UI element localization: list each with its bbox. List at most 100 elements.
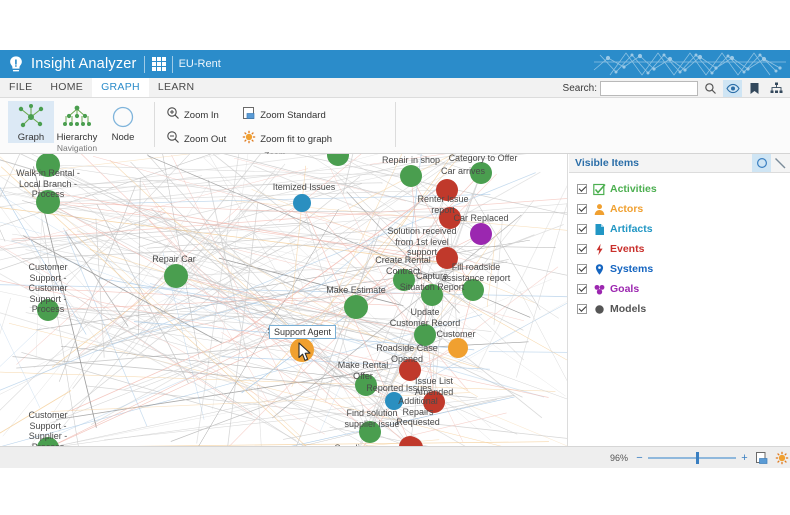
- hierarchy-view-button[interactable]: Hierarchy: [54, 101, 100, 143]
- graph-svg[interactable]: [0, 154, 568, 446]
- zoom-slider-track: [648, 456, 736, 459]
- graph-node[interactable]: [421, 284, 443, 306]
- zoom-fit-button[interactable]: Zoom fit to graph: [239, 129, 335, 150]
- visible-items-row-goals[interactable]: Goals: [577, 279, 790, 299]
- graph-node[interactable]: [448, 338, 468, 358]
- zoom-slider[interactable]: [648, 451, 736, 464]
- graph-node[interactable]: [359, 421, 381, 443]
- graph-node[interactable]: [36, 154, 60, 177]
- graph-node[interactable]: [470, 162, 492, 184]
- visible-items-checkbox-models[interactable]: [577, 304, 587, 314]
- page-background-bottom: [0, 468, 790, 515]
- visible-items-header: Visible Items: [569, 154, 790, 173]
- graph-node[interactable]: [393, 269, 415, 291]
- zoom-slider-thumb[interactable]: [696, 451, 700, 464]
- graph-node[interactable]: [293, 194, 311, 212]
- visible-items-row-artifacts[interactable]: Artifacts: [577, 219, 790, 239]
- ribbon-group-navigation: Graph: [0, 98, 154, 153]
- graph-node[interactable]: [36, 190, 60, 214]
- graph-node[interactable]: [423, 391, 445, 413]
- graph-node[interactable]: [439, 207, 461, 229]
- visible-items-checkbox-activities[interactable]: [577, 184, 587, 194]
- visible-items-checkbox-artifacts[interactable]: [577, 224, 587, 234]
- node-view-label: Node: [111, 132, 135, 143]
- visible-items-label: Actors: [610, 203, 644, 215]
- hierarchy-tree-icon: [62, 103, 92, 131]
- circle-select-icon[interactable]: [752, 154, 771, 172]
- ribbon-group-navigation-title: Navigation: [56, 143, 98, 153]
- zoom-standard-button[interactable]: Zoom Standard: [239, 105, 335, 126]
- title-bar: Insight Analyzer EU-Rent: [0, 50, 790, 78]
- visible-items-label: Goals: [610, 283, 640, 295]
- menu-item-file[interactable]: FILE: [9, 81, 33, 93]
- grid-apps-icon[interactable]: [151, 57, 166, 71]
- magnifier-icon[interactable]: [701, 80, 720, 97]
- visible-items-checkbox-actors[interactable]: [577, 204, 587, 214]
- menu-item-learn[interactable]: LEARN: [157, 81, 195, 93]
- graph-node[interactable]: [327, 154, 349, 166]
- graph-view-button[interactable]: Graph: [8, 101, 54, 143]
- status-bar: 96% − +: [0, 446, 790, 468]
- title-divider-2: [171, 55, 173, 73]
- visible-items-checkbox-systems[interactable]: [577, 264, 587, 274]
- search-input[interactable]: [600, 80, 698, 96]
- graph-node[interactable]: [414, 324, 436, 346]
- zoom-in-button[interactable]: Zoom In: [163, 105, 229, 126]
- graph-node[interactable]: [344, 295, 368, 319]
- visible-items-row-models[interactable]: Models: [577, 299, 790, 319]
- visible-items-checkbox-goals[interactable]: [577, 284, 587, 294]
- zoom-increase-button[interactable]: +: [741, 451, 748, 464]
- graph-node[interactable]: [399, 359, 421, 381]
- network-graph-decoration-icon: [593, 52, 786, 76]
- hierarchy-icon[interactable]: [767, 80, 786, 97]
- graph-node[interactable]: [462, 279, 484, 301]
- zoom-out-label: Zoom Out: [184, 134, 227, 145]
- panel-title: Visible Items: [575, 157, 640, 169]
- visible-items-label: Systems: [610, 263, 654, 275]
- menu-item-home[interactable]: HOME: [50, 81, 84, 93]
- search-area: Search:: [563, 79, 786, 97]
- ribbon-divider-2: [395, 102, 396, 147]
- visible-items-row-activities[interactable]: Activities: [577, 179, 790, 199]
- graph-node[interactable]: [470, 223, 492, 245]
- goal-icon: [593, 283, 606, 296]
- graph-view-label: Graph: [17, 132, 45, 143]
- edge-line-icon[interactable]: [771, 154, 790, 172]
- eye-icon[interactable]: [723, 79, 742, 97]
- visible-items-label: Artifacts: [610, 223, 653, 235]
- graph-node[interactable]: [400, 165, 422, 187]
- settings-gear-icon[interactable]: [774, 450, 790, 466]
- graph-node[interactable]: [436, 179, 458, 201]
- graph-node[interactable]: [385, 392, 403, 410]
- lightning-icon: [593, 243, 606, 256]
- zoom-standard-label: Zoom Standard: [260, 110, 326, 121]
- checklist-icon: [593, 183, 606, 196]
- zoom-out-button[interactable]: Zoom Out: [163, 129, 229, 150]
- menu-bar: FILE HOME GRAPH LEARN: [0, 78, 790, 98]
- copy-view-icon[interactable]: [754, 450, 770, 466]
- node-view-button[interactable]: Node: [100, 101, 146, 143]
- graph-node[interactable]: [436, 247, 458, 269]
- graph-node[interactable]: [355, 374, 377, 396]
- bookmark-icon[interactable]: [745, 80, 764, 97]
- visible-items-row-actors[interactable]: Actors: [577, 199, 790, 219]
- visible-items-row-events[interactable]: Events: [577, 239, 790, 259]
- ribbon-group-zoom: Zoom In Zoom Out: [155, 98, 395, 160]
- graph-network-icon: [17, 103, 45, 131]
- zoom-out-icon: [166, 130, 180, 149]
- zoom-in-icon: [166, 106, 180, 125]
- zoom-fit-label: Zoom fit to graph: [260, 134, 333, 145]
- graph-node[interactable]: [401, 437, 423, 446]
- graph-node[interactable]: [37, 299, 59, 321]
- visible-items-row-systems[interactable]: Systems: [577, 259, 790, 279]
- graph-node[interactable]: [164, 264, 188, 288]
- zoom-decrease-button[interactable]: −: [636, 451, 643, 464]
- visible-items-checkbox-events[interactable]: [577, 244, 587, 254]
- zoom-in-label: Zoom In: [184, 110, 219, 121]
- graph-node[interactable]: [37, 437, 59, 446]
- menu-item-graph[interactable]: GRAPH: [92, 78, 149, 97]
- pin-icon: [593, 263, 606, 276]
